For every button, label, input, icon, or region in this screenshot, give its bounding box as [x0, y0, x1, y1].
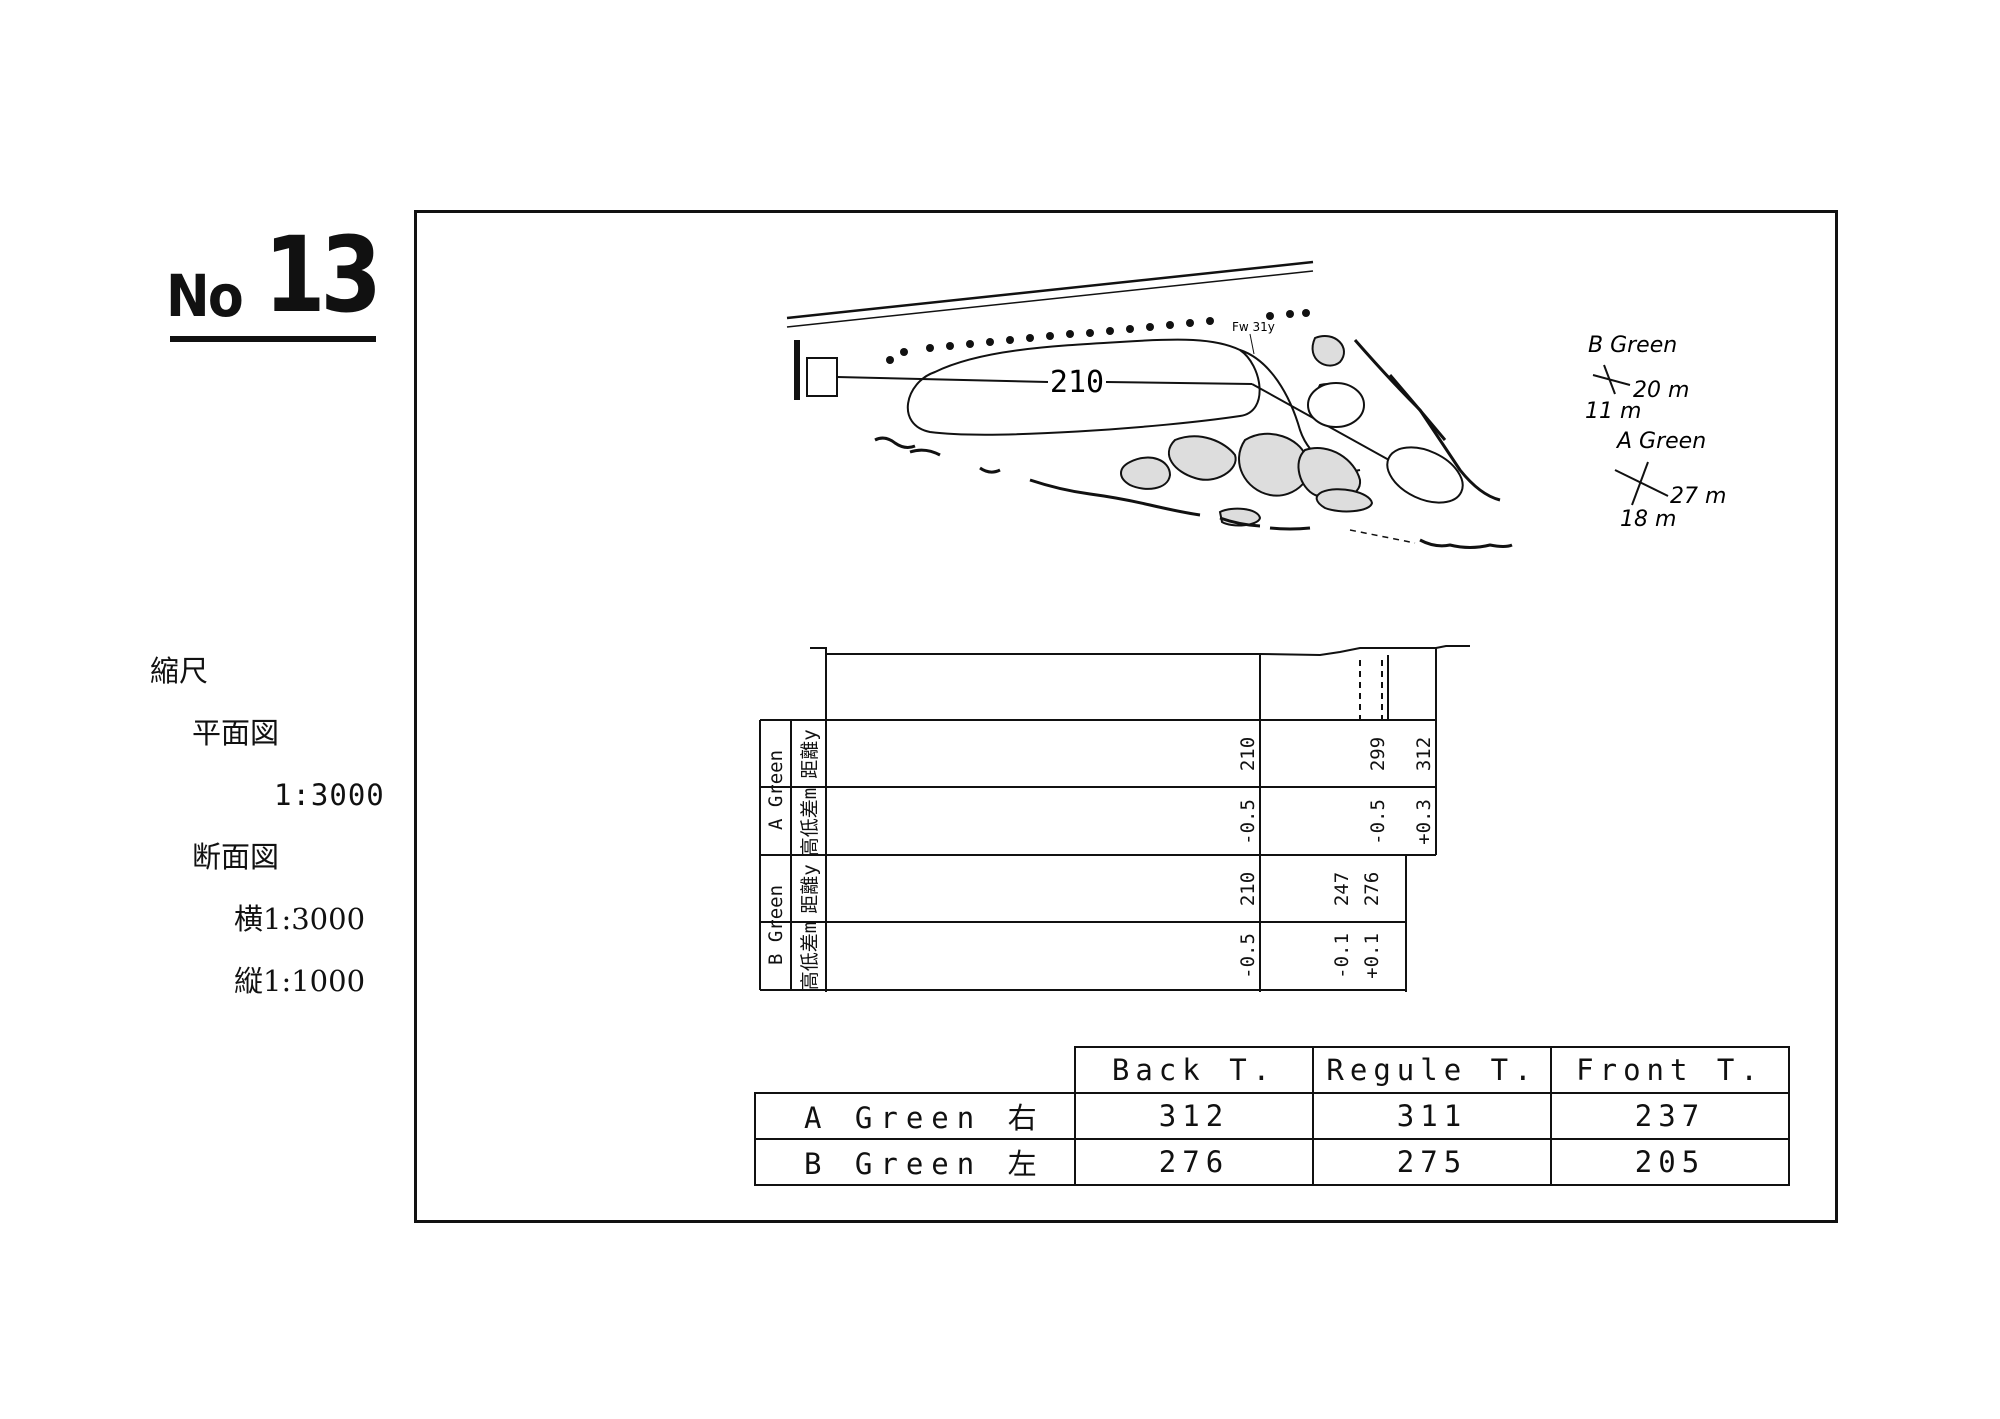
b-green-regular: 275	[1312, 1138, 1552, 1186]
a-green-back: 312	[1074, 1092, 1314, 1140]
a-green-depth-arrow	[1614, 469, 1669, 497]
title-underline	[170, 336, 376, 342]
b-green-shape	[1307, 382, 1365, 428]
hole-title: No 13	[166, 214, 382, 342]
a-green-width: 18 m	[1620, 507, 1676, 532]
a-green-width-arrow	[1631, 461, 1649, 506]
road-boundary	[786, 260, 1314, 328]
a-distance-row-label: 距離y	[799, 729, 821, 778]
table-row: B Green 左 276 275 205	[754, 1138, 1790, 1186]
a-green-front: 237	[1550, 1092, 1790, 1140]
row-label-b-green: B Green 左	[754, 1138, 1076, 1186]
b-green-front: 205	[1550, 1138, 1790, 1186]
scale-heading: 縮尺	[150, 654, 209, 688]
plan-ratio: 1:3000	[274, 778, 385, 812]
a-distance-1: 210	[1237, 737, 1259, 771]
plan-label: 平面図	[192, 716, 280, 750]
b-green-back: 276	[1074, 1138, 1314, 1186]
a-elevation-row-label: 高低差m	[799, 788, 821, 856]
b-green-depth-arrow	[1592, 374, 1631, 386]
hole-prefix: No	[166, 262, 244, 330]
a-elevation-2: -0.5	[1367, 799, 1389, 845]
tree-line-bottom	[874, 339, 1513, 549]
a-distance-2: 299	[1367, 737, 1389, 771]
yardage-corner	[755, 1047, 1076, 1094]
b-green-group-label: B Green	[765, 885, 787, 965]
header-front-tee: Front T.	[1550, 1046, 1790, 1094]
b-elevation-1: -0.5	[1237, 933, 1259, 979]
a-green-size: A Green 27 m 18 m	[1614, 429, 1726, 532]
hole-number: 13	[264, 214, 382, 336]
ground-profile-line	[810, 645, 1470, 657]
header-back-tee: Back T.	[1074, 1046, 1314, 1094]
fw-arrow	[1249, 333, 1255, 355]
tee-box	[794, 340, 838, 400]
fw-note: Fw 31y	[1232, 320, 1275, 334]
b-distance-3: 276	[1361, 872, 1383, 906]
scale-info: 縮尺 平面図 1:3000 断面図 横1:3000 縦1:1000	[150, 640, 410, 1012]
a-elevation-3: +0.3	[1413, 799, 1435, 845]
section-horizontal-ratio: 横1:3000	[234, 902, 366, 936]
a-green-shape	[1386, 446, 1464, 504]
yardage-table: Back T. Regule T. Front T. A Green 右 312…	[754, 1046, 1790, 1186]
section-label: 断面図	[192, 840, 280, 874]
out-of-bounds-line	[1349, 529, 1416, 544]
profile-section	[759, 645, 1470, 992]
header-regular-tee: Regule T.	[1312, 1046, 1552, 1094]
b-elevation-2: -0.1	[1331, 933, 1353, 979]
a-green-depth: 27 m	[1670, 484, 1726, 509]
row-label-a-green: A Green 右	[754, 1092, 1076, 1140]
section-vertical-ratio: 縦1:1000	[234, 964, 366, 998]
center-distance: 210	[1050, 365, 1104, 400]
b-green-depth: 20 m	[1633, 378, 1689, 403]
b-green-size: B Green 20 m 11 m	[1585, 333, 1689, 424]
a-green-regular: 311	[1312, 1092, 1552, 1140]
b-distance-row-label: 距離y	[799, 864, 821, 913]
b-green-label: B Green	[1588, 333, 1677, 358]
fairway	[906, 338, 1261, 436]
b-green-width-arrow	[1603, 364, 1616, 395]
a-green-label: A Green	[1615, 429, 1706, 454]
b-green-width: 11 m	[1585, 399, 1641, 424]
b-elevation-row-label: 高低差m	[799, 922, 821, 990]
b-distance-1: 210	[1237, 872, 1259, 906]
a-distance-3: 312	[1413, 737, 1435, 771]
yardage-header-row: Back T. Regule T. Front T.	[755, 1046, 1790, 1094]
a-green-group-label: A Green	[765, 750, 787, 830]
greens	[1307, 382, 1464, 504]
tree-line-top	[886, 309, 1310, 364]
a-elevation-1: -0.5	[1237, 799, 1259, 845]
drawing-frame	[414, 210, 1838, 1223]
b-distance-2: 247	[1331, 872, 1353, 906]
b-elevation-3: +0.1	[1361, 933, 1383, 979]
table-row: A Green 右 312 311 237	[754, 1092, 1790, 1140]
